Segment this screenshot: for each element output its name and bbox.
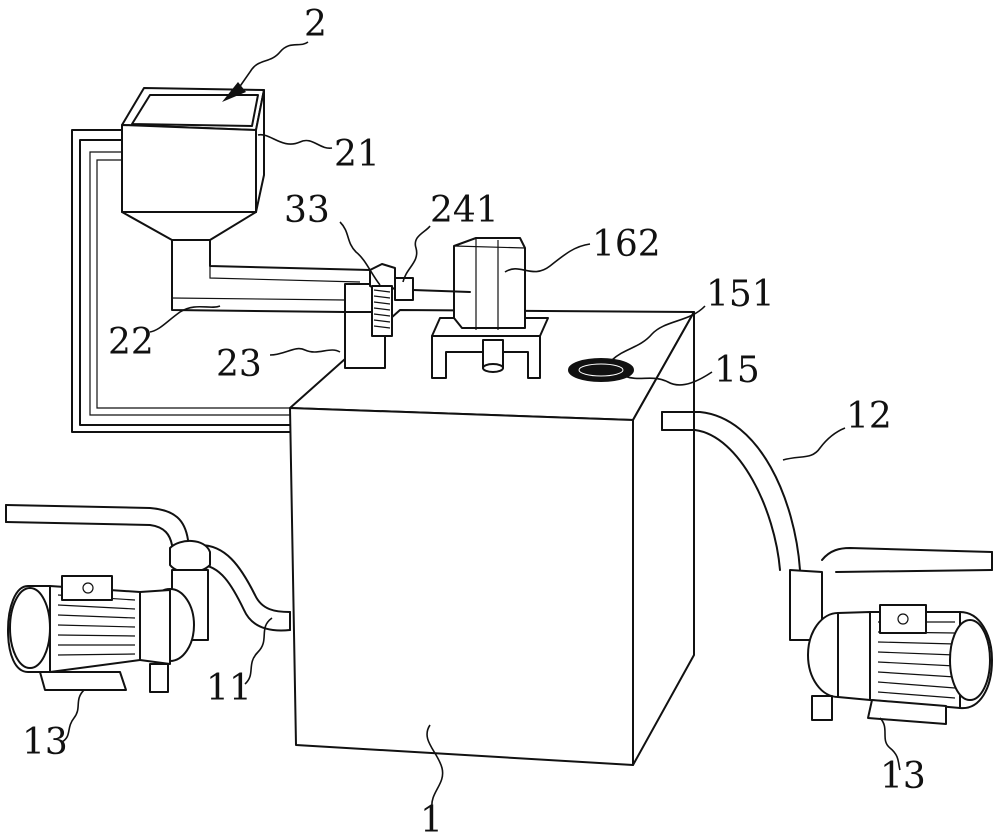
- cylinder-assembly: [431, 237, 549, 379]
- label-tank: 1: [420, 800, 443, 839]
- leader-lines: [61, 133, 901, 809]
- feed-pipes: [171, 239, 386, 369]
- labels: 2 21 22 23 33 241 162 151 15 12 1 11 13 …: [22, 4, 926, 839]
- label-inlet-pipe: 11: [206, 668, 252, 709]
- arrow-hopper: [222, 41, 309, 102]
- port: [568, 358, 634, 382]
- outlet-pipe: [661, 411, 993, 641]
- label-pump-left: 13: [22, 722, 68, 763]
- label-outlet-pipe: 12: [846, 396, 892, 437]
- label-feed-pipe: 22: [108, 322, 154, 363]
- hopper: [121, 87, 265, 241]
- label-cylinder: 162: [592, 224, 661, 265]
- label-valve: 241: [430, 190, 499, 231]
- label-port-cover: 151: [706, 274, 775, 315]
- inlet-pipe: [5, 504, 291, 632]
- frame-pipe: [71, 129, 291, 433]
- valve: [369, 263, 471, 337]
- label-drop-pipe: 23: [216, 344, 262, 385]
- label-port: 15: [714, 350, 760, 391]
- label-hopper-assembly: 2: [304, 4, 327, 45]
- label-pump-right: 13: [880, 756, 926, 797]
- label-hopper: 21: [334, 134, 380, 175]
- label-screw: 33: [284, 190, 330, 231]
- pump-left: [7, 540, 211, 693]
- pump-right: [807, 604, 993, 725]
